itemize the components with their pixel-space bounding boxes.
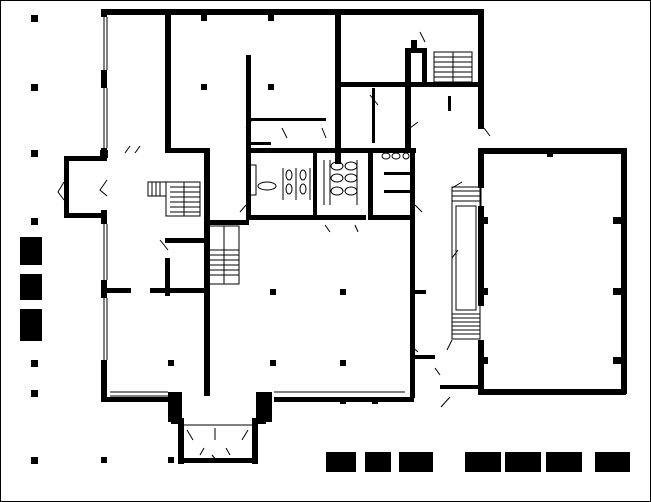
window-glazing xyxy=(103,10,482,426)
outer-column-grid xyxy=(31,15,174,464)
left-hatched-blocks xyxy=(20,237,42,341)
hall-columns xyxy=(478,148,623,364)
hall-walls xyxy=(478,148,627,395)
wall-stubs xyxy=(171,96,451,424)
stair-lobby xyxy=(208,225,240,285)
stair-top-right xyxy=(433,51,473,83)
stair-left-wing xyxy=(147,181,201,217)
bottom-hatched-blocks xyxy=(326,452,630,472)
door-swings xyxy=(57,31,491,463)
interior-walls xyxy=(101,9,483,398)
stair-corridor-right xyxy=(451,186,481,340)
toilet-fixtures xyxy=(249,152,410,205)
interior-columns xyxy=(100,14,378,404)
